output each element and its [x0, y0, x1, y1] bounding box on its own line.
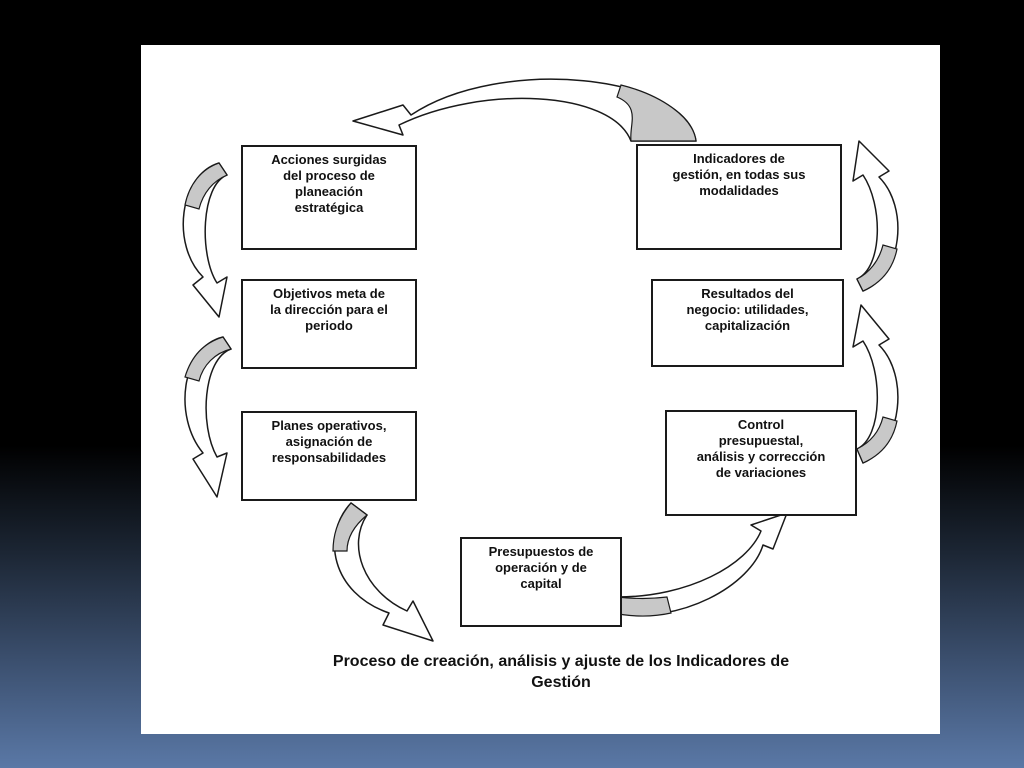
left-curved-arrow-2-icon	[184, 336, 232, 498]
box-acciones-text: Acciones surgidas del proceso de planeac…	[271, 152, 387, 215]
box-planes-text: Planes operativos, asignación de respons…	[271, 418, 387, 465]
diagram-caption: Proceso de creación, análisis y ajuste d…	[332, 653, 790, 691]
box-presupuestos-text: Presupuestos de operación y de capital	[488, 544, 594, 591]
box-presupuestos: Presupuestos de operación y de capital	[460, 537, 622, 627]
box-planes: Planes operativos, asignación de respons…	[241, 411, 417, 501]
box-resultados-text: Resultados del negocio: utilidades, capi…	[686, 286, 809, 333]
box-indicadores: Indicadores de gestión, en todas sus mod…	[636, 144, 842, 250]
box-resultados: Resultados del negocio: utilidades, capi…	[651, 279, 844, 367]
bottom-left-curved-arrow-icon	[332, 502, 434, 642]
box-indicadores-text: Indicadores de gestión, en todas sus mod…	[672, 151, 806, 198]
right-curved-arrow-1-icon	[852, 304, 899, 464]
diagram-panel: Acciones surgidas del proceso de planeac…	[141, 45, 940, 734]
bottom-right-curved-arrow-icon	[612, 512, 788, 617]
left-curved-arrow-1-icon	[182, 162, 228, 318]
box-objetivos: Objetivos meta de la dirección para el p…	[241, 279, 417, 369]
box-control-text: Control presupuestal, análisis y correcc…	[696, 417, 826, 480]
cycle-arrows	[182, 78, 899, 642]
top-curved-arrow-icon	[352, 78, 697, 142]
box-acciones: Acciones surgidas del proceso de planeac…	[241, 145, 417, 250]
box-objetivos-text: Objetivos meta de la dirección para el p…	[270, 286, 388, 333]
box-control: Control presupuestal, análisis y correcc…	[665, 410, 857, 516]
right-curved-arrow-2-icon	[852, 140, 899, 292]
